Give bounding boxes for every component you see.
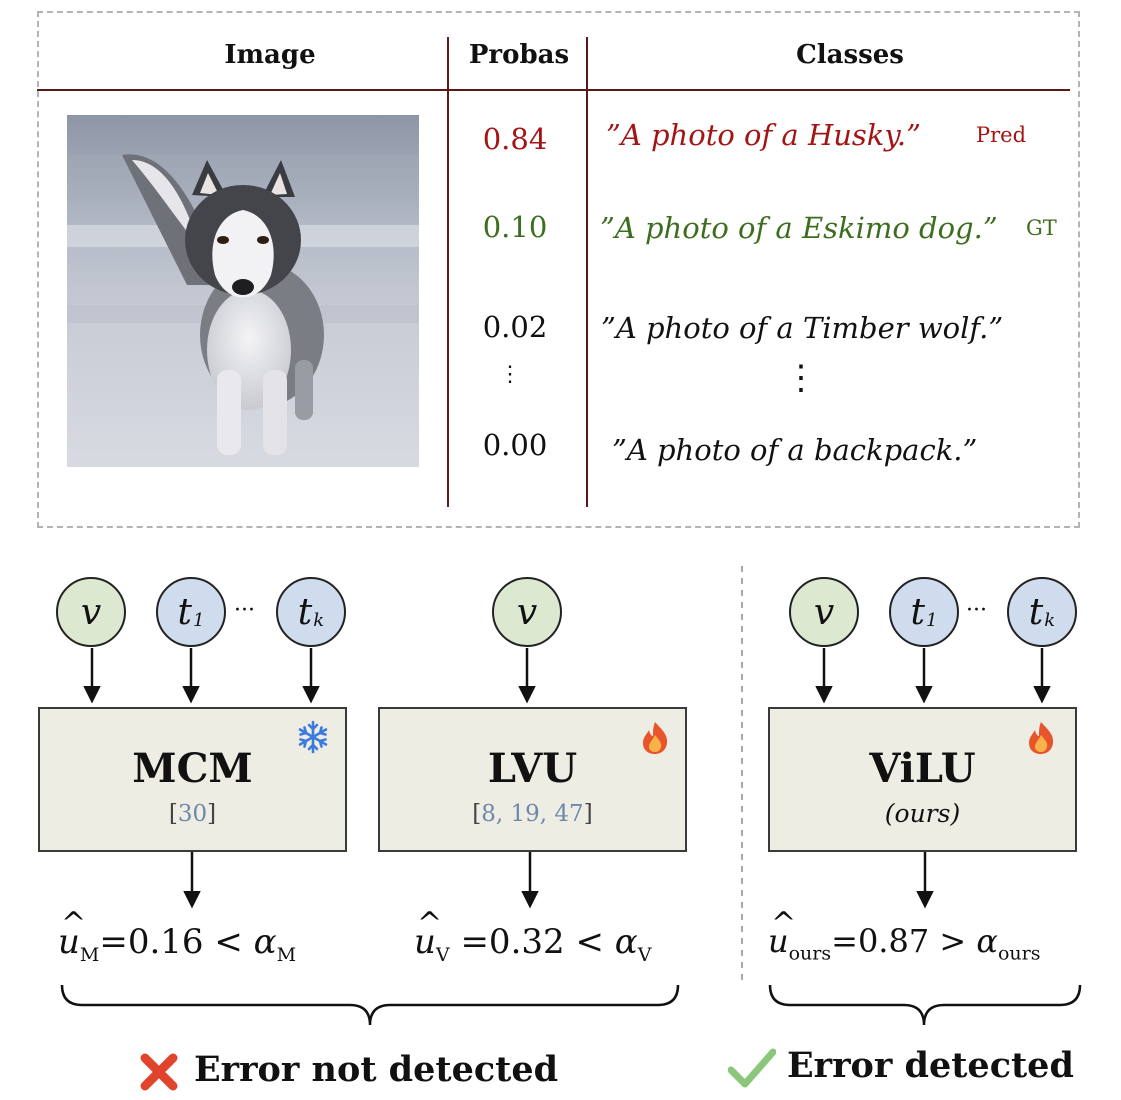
brace-right — [768, 984, 1082, 1026]
vilu-title: ViLU — [869, 745, 976, 792]
u-subscript: M — [79, 943, 100, 966]
lvu-citation: [8, 19, 47] — [380, 801, 685, 827]
alpha-subscript: V — [637, 943, 652, 966]
node-label: v — [813, 591, 835, 633]
node-subscript: 1 — [193, 609, 205, 631]
class-row-4: ”A photo of a backpack.” — [612, 433, 978, 467]
cite-bracket: ] — [583, 801, 593, 827]
column-divider-1 — [447, 37, 449, 507]
node-label: t — [177, 591, 192, 633]
pred-tag: Pred — [976, 123, 1027, 147]
column-divider-2 — [586, 37, 588, 507]
alpha-subscript: ours — [997, 942, 1041, 965]
cite-bracket: ] — [207, 801, 217, 827]
node-v-vilu: v — [789, 577, 859, 647]
snowflake-icon — [295, 719, 331, 759]
mcm-title: MCM — [132, 745, 253, 792]
alpha-symbol: α — [976, 922, 998, 960]
formula-mcm: ^uM=0.16 < αM — [58, 906, 297, 966]
node-v-lvu: v — [492, 577, 562, 647]
cite-bracket: [ — [168, 801, 178, 827]
alpha-symbol: α — [253, 922, 277, 962]
formula-lvu: ^uV =0.32 < αV — [414, 906, 652, 966]
verdict-not-detected: Error not detected — [194, 1049, 559, 1090]
node-label: t — [297, 591, 313, 633]
formula-value: =0.32 < — [449, 922, 615, 962]
proba-row-3: 0.02 — [482, 310, 548, 344]
cite-bracket: [ — [472, 801, 482, 827]
verdict-detected: Error detected — [787, 1045, 1074, 1086]
table-frame — [37, 11, 1080, 528]
class-row-1: ”A photo of a Husky.” — [606, 118, 921, 152]
header-image: Image — [224, 40, 316, 70]
brace-left — [60, 984, 680, 1026]
node-dots-mcm: ··· — [234, 598, 255, 623]
vilu-box: ViLU (ours) — [768, 707, 1077, 852]
class-ellipsis: ⋮ — [784, 358, 818, 398]
node-subscript: k — [313, 609, 325, 631]
cite-numbers: 8, 19, 47 — [481, 801, 584, 827]
proba-row-4: 0.00 — [482, 428, 548, 462]
node-label: v — [80, 591, 102, 633]
flame-icon — [641, 721, 669, 759]
cite-numbers: 30 — [177, 801, 208, 827]
u-symbol: u — [58, 922, 80, 962]
u-symbol: u — [768, 922, 789, 960]
alpha-subscript: M — [276, 943, 297, 966]
u-subscript: ours — [788, 942, 832, 965]
check-icon — [727, 1048, 777, 1092]
node-subscript: k — [1044, 609, 1056, 631]
mcm-box: MCM [30] — [38, 707, 347, 852]
node-label: t — [910, 591, 925, 633]
u-hat: ^u — [58, 906, 87, 962]
flame-icon — [1027, 721, 1055, 759]
gt-tag: GT — [1026, 216, 1057, 240]
node-label: v — [516, 591, 538, 633]
header-classes: Classes — [796, 40, 904, 70]
node-v-mcm: v — [56, 577, 126, 647]
cross-icon — [138, 1051, 180, 1097]
vilu-subtitle: (ours) — [884, 799, 961, 828]
u-subscript: V — [435, 943, 450, 966]
node-dots-vilu: ··· — [966, 598, 987, 623]
header-probas: Probas — [468, 40, 570, 70]
proba-row-1: 0.84 — [482, 122, 548, 156]
formula-value: =0.87 > — [831, 922, 977, 960]
proba-ellipsis: ⋮ — [499, 362, 521, 387]
node-subscript: 1 — [926, 609, 938, 631]
class-row-3: ”A photo of a Timber wolf.” — [601, 311, 1004, 345]
mcm-citation: [30] — [40, 801, 345, 827]
lvu-title: LVU — [487, 745, 578, 792]
class-row-2: ”A photo of a Eskimo dog.” — [600, 211, 998, 245]
node-label: t — [1028, 591, 1044, 633]
husky-photo — [67, 115, 419, 467]
alpha-symbol: α — [614, 922, 638, 962]
formula-vilu: ^uours=0.87 > αours — [768, 906, 1041, 965]
lvu-box: LVU [8, 19, 47] — [378, 707, 687, 852]
proba-row-2: 0.10 — [482, 210, 548, 244]
header-rule — [37, 89, 1070, 91]
u-symbol: u — [414, 922, 436, 962]
formula-value: =0.16 < — [99, 922, 254, 962]
u-hat: ^u — [768, 906, 797, 960]
u-hat: ^u — [414, 906, 443, 962]
